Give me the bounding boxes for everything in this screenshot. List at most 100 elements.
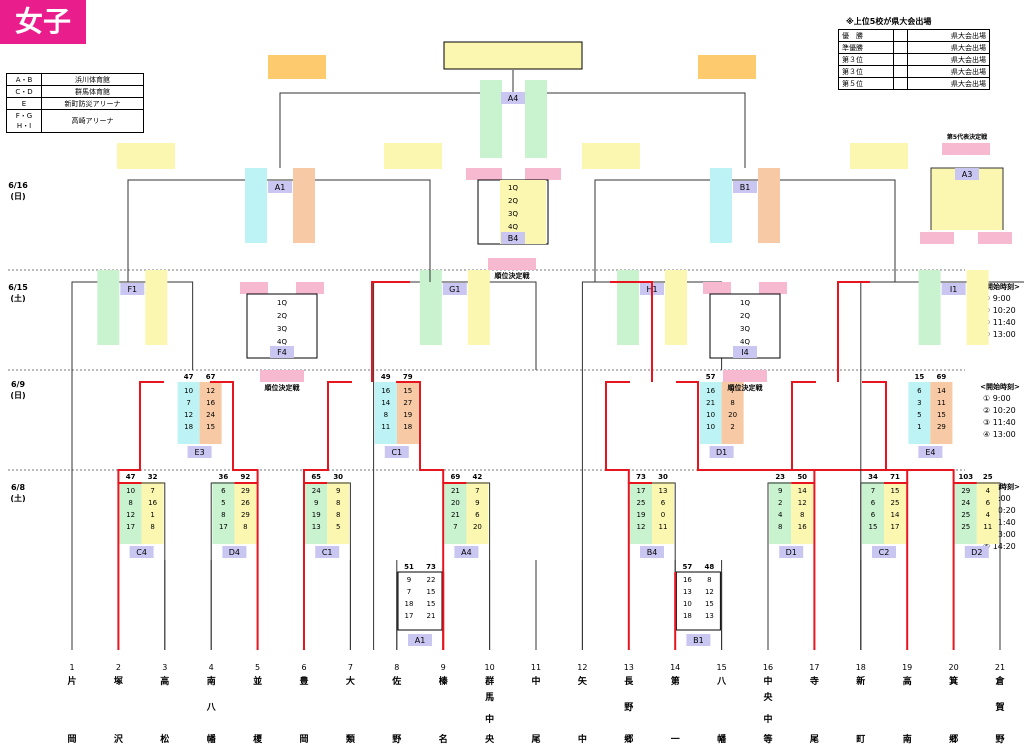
team-number: 12 xyxy=(577,663,587,672)
quarter-score: 16 xyxy=(798,523,807,531)
game-A4r-code: A4 xyxy=(461,548,472,557)
quarter-label: 4Q xyxy=(508,223,518,231)
r3-left-bg xyxy=(419,270,442,345)
quarter-score: 22 xyxy=(427,576,436,584)
qualify-note: ※上位5校が県大会出場 xyxy=(846,17,932,26)
team-number: 9 xyxy=(441,663,446,672)
r3-right-bg xyxy=(467,270,490,345)
team-name-char: 南 xyxy=(207,675,216,687)
weekday-label: (土) xyxy=(10,293,25,303)
quarter-score: 21 xyxy=(706,399,715,407)
quarter-score: 20 xyxy=(473,523,482,531)
quarter-score: 4 xyxy=(986,487,991,495)
quarter-score: 14 xyxy=(381,399,390,407)
team-name-char: 松 xyxy=(160,733,169,745)
quarter-score: 27 xyxy=(403,399,412,407)
score-total: 67 xyxy=(206,373,216,381)
quarter-score: 4 xyxy=(778,511,783,519)
game-D1r-left-bg xyxy=(769,482,792,544)
court-code-bg xyxy=(501,92,525,104)
quarter-score: 15 xyxy=(869,523,878,531)
team-name-char: 塚 xyxy=(114,675,123,687)
game-B1-pre-code: B1 xyxy=(693,636,704,645)
team-name-char: 馬 xyxy=(484,692,494,703)
score-total: 71 xyxy=(890,473,900,481)
team-number: 7 xyxy=(348,663,353,672)
quarter-score: 15 xyxy=(937,411,946,419)
game-B4r-right-bg xyxy=(652,482,674,544)
team-name-char: 並 xyxy=(253,675,262,687)
team-name-char: 寺 xyxy=(810,675,819,687)
score-total: 51 xyxy=(404,563,414,571)
quarter-score: 14 xyxy=(891,511,900,519)
winner-path xyxy=(837,281,870,382)
quarter-score: 18 xyxy=(405,600,414,608)
team-name-char: 郷 xyxy=(624,733,633,745)
quarter-score: 18 xyxy=(683,612,692,620)
placement-label: 順位決定戦 xyxy=(728,383,764,392)
start-time-header: <開始時刻> xyxy=(980,382,1020,391)
quarter-score: 16 xyxy=(706,387,715,395)
bracket-line xyxy=(210,482,235,650)
final-right-bg xyxy=(525,80,547,158)
team-name-char: 町 xyxy=(856,734,865,745)
quarter-score: 7 xyxy=(150,487,154,495)
team-number: 3 xyxy=(162,663,167,672)
quarter-score: 21 xyxy=(451,511,460,519)
court-code-bg xyxy=(709,446,734,458)
game-C1r-right-bg xyxy=(327,482,350,544)
team-number: 4 xyxy=(209,663,214,672)
quarter-score: 12 xyxy=(637,523,646,531)
quarter-score: 7 xyxy=(453,523,457,531)
quarter-score: 8 xyxy=(778,523,782,531)
score-total: 49 xyxy=(381,373,391,381)
team-name-char: 岡 xyxy=(299,734,308,745)
game-A1-code: A1 xyxy=(275,183,286,192)
score-total: 57 xyxy=(706,373,716,381)
venue-courts: F・G H・I xyxy=(6,109,42,133)
winner-path xyxy=(605,381,630,483)
quarter-score: 16 xyxy=(683,576,692,584)
game-A4r-right-bg xyxy=(466,482,489,544)
game-B4r-left-bg xyxy=(630,482,652,544)
placement-tab xyxy=(260,370,304,382)
weekday-label: (土) xyxy=(10,493,25,503)
quarter-score: 6 xyxy=(871,511,876,519)
quarter-score: 8 xyxy=(243,523,247,531)
weekday-label: (日) xyxy=(10,391,25,400)
quarter-score: 13 xyxy=(683,588,692,596)
quarter-label: 4Q xyxy=(277,338,287,346)
r4-right-bg xyxy=(293,168,315,243)
team-name-char: 第 xyxy=(671,675,680,687)
bracket-line xyxy=(767,482,792,650)
bracket-line xyxy=(466,482,491,650)
score-total: 47 xyxy=(184,373,194,381)
quarter-score: 12 xyxy=(184,411,193,419)
game-A3-code: A3 xyxy=(962,170,973,179)
quarter-score: 15 xyxy=(403,387,412,395)
quarter-score: 29 xyxy=(937,423,946,431)
quarter-score: 10 xyxy=(706,411,715,419)
game-C4-code: C4 xyxy=(136,548,147,557)
result-placeholder xyxy=(850,143,908,169)
quarter-score: 1 xyxy=(917,423,921,431)
team-name-char: 榛 xyxy=(439,675,449,687)
court-code-bg xyxy=(222,546,247,558)
game-D2-right-bg xyxy=(976,482,999,544)
bracket-line xyxy=(860,281,1024,650)
quarter-score: 4 xyxy=(986,511,991,519)
quarter-score: 15 xyxy=(206,423,215,431)
score-total: 50 xyxy=(797,473,807,481)
start-time-header: <開始時刻> xyxy=(980,282,1020,291)
bracket-line xyxy=(279,92,746,168)
fifth-playoff-label: 第5代表決定戦 xyxy=(946,133,988,141)
winner-path xyxy=(610,281,653,382)
quarter-score: 8 xyxy=(221,511,225,519)
r3-right-bg xyxy=(145,270,168,345)
team-name-char: 大 xyxy=(346,675,355,687)
team-number: 17 xyxy=(809,663,819,672)
team-name-char: 野 xyxy=(624,702,633,713)
quarter-score: 6 xyxy=(871,499,876,507)
r3-right-bg xyxy=(665,270,687,345)
team-name-char: 倉 xyxy=(994,675,1005,687)
